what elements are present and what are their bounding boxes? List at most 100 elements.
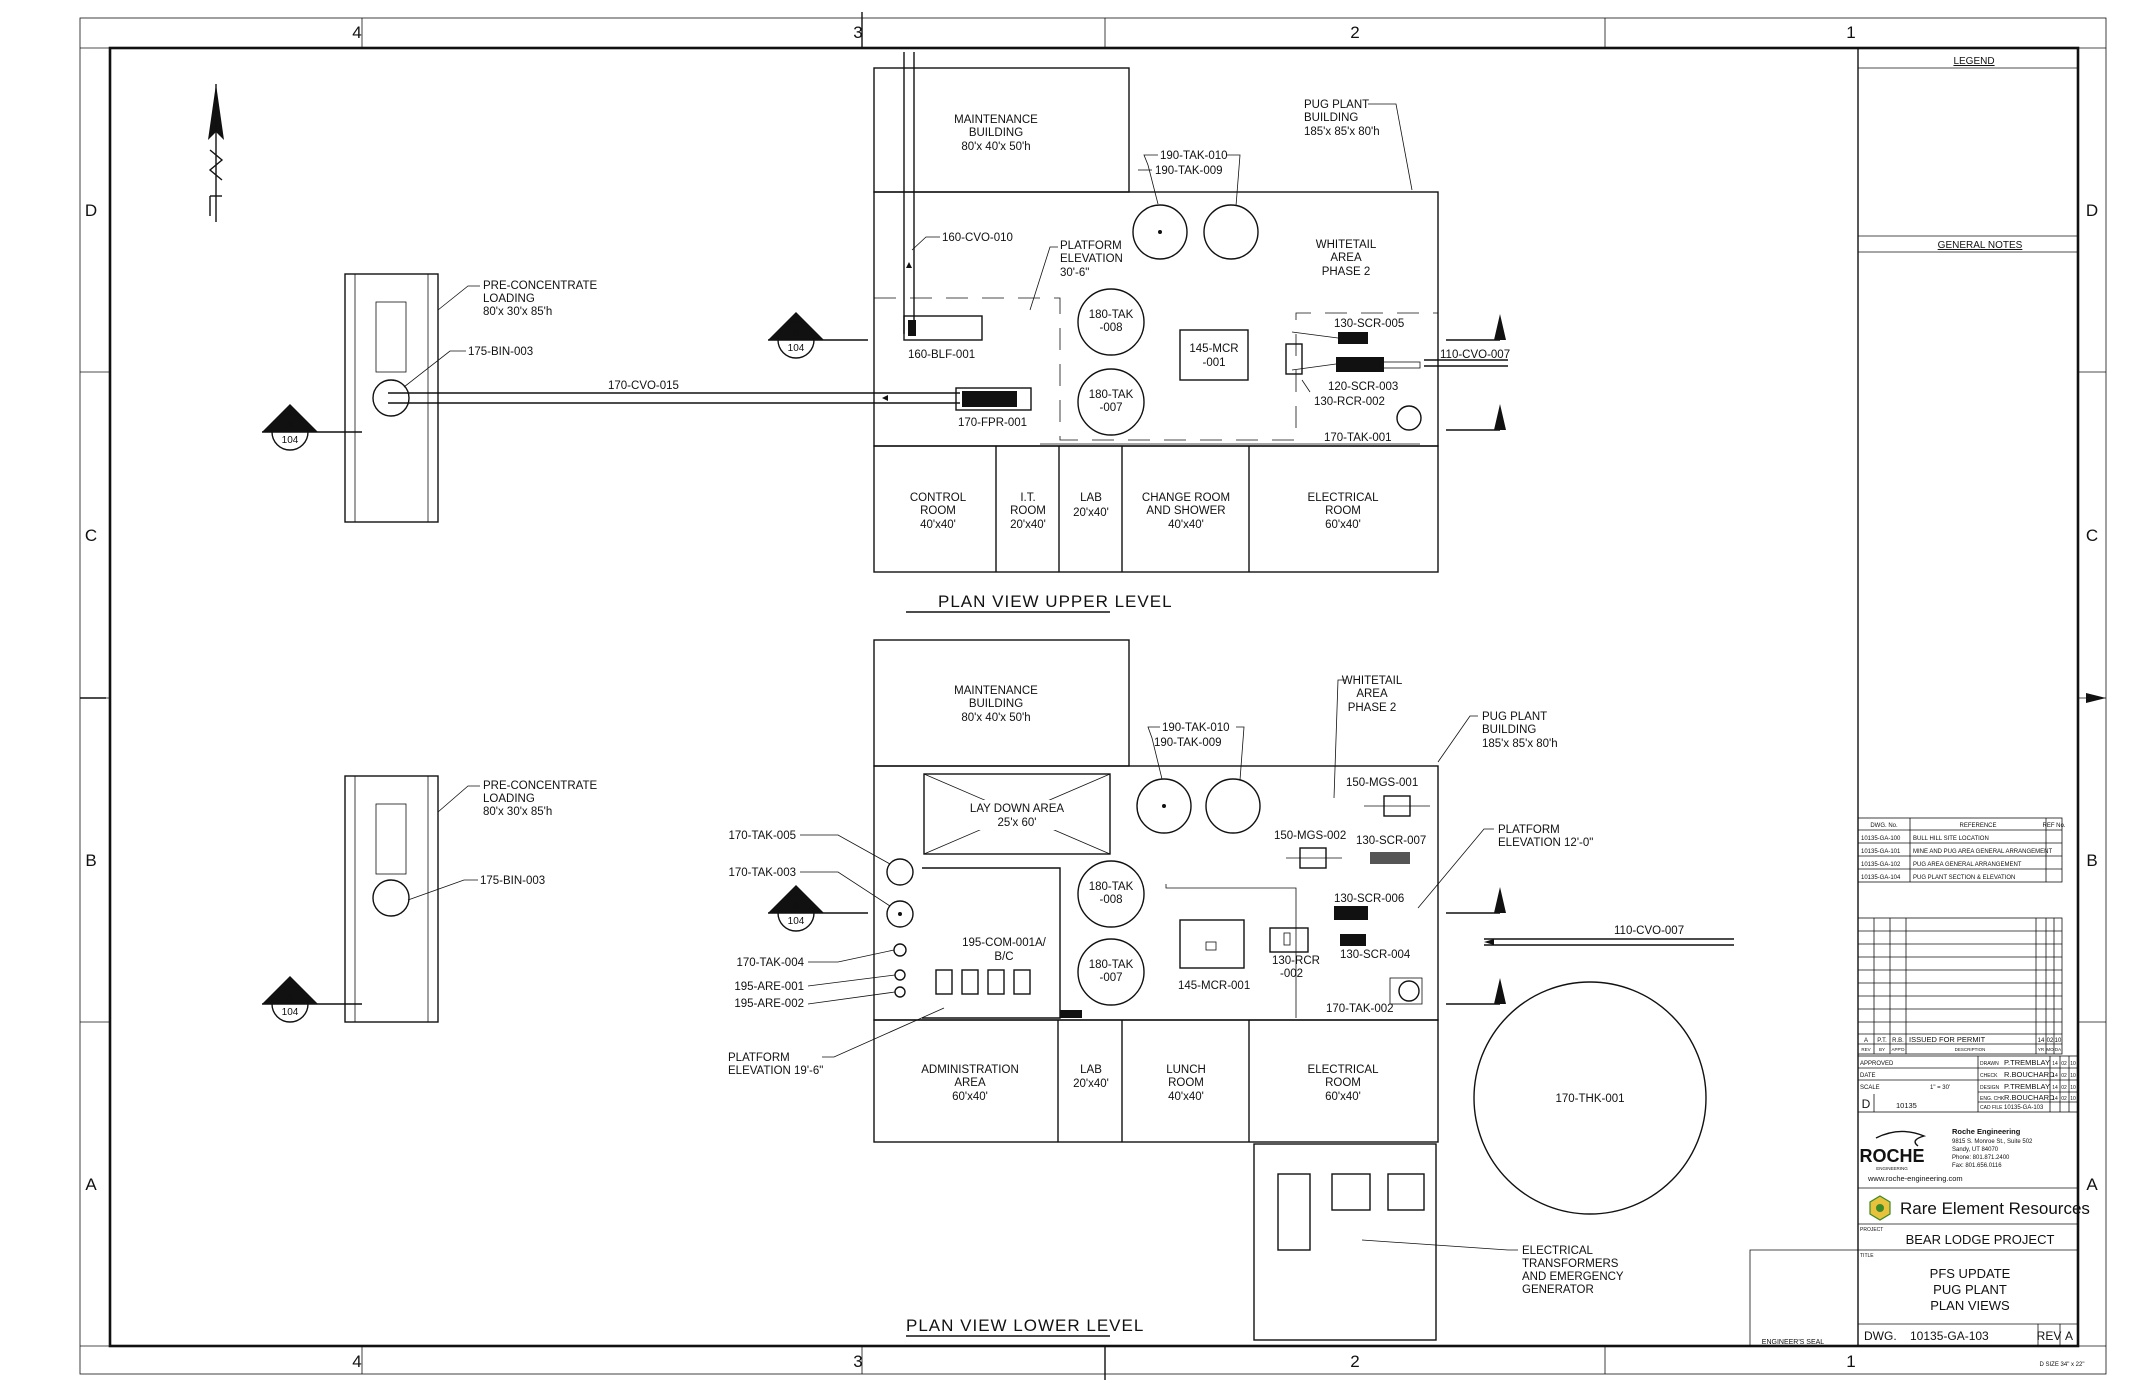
upper-cvo007-label: 110-CVO-007 (1440, 349, 1510, 361)
upper-room-change-1: CHANGE ROOM (1142, 492, 1230, 504)
upper-maintenance-label-1: MAINTENANCE (954, 114, 1038, 126)
lower-scr006 (1334, 906, 1368, 920)
grid-row-d-right: D (2086, 201, 2098, 220)
grid-col-2-bottom: 2 (1350, 1352, 1359, 1371)
lower-tak005-tank (886, 858, 914, 886)
section-b-letter-upper: B (793, 328, 800, 339)
lower-com001-label-2: B/C (994, 951, 1013, 963)
lower-room-admin-1: ADMINISTRATION (921, 1064, 1019, 1076)
sheet-frame (79, 12, 2107, 1380)
upper-room-lab-2: 20'x40' (1073, 507, 1109, 519)
lower-mgs001-label: 150-MGS-001 (1346, 777, 1418, 789)
upper-level-plan: MAINTENANCE BUILDING 80'x 40'x 50'h CONT… (344, 52, 1510, 613)
upper-pug-plant-label-2: BUILDING (1304, 112, 1358, 124)
ref-header-dwg: DWG. No. (1870, 823, 1898, 829)
lower-bin003-bin (372, 879, 410, 917)
upper-room-change-3: 40'x40' (1168, 519, 1204, 531)
lower-room-lunch-3: 40'x40' (1168, 1091, 1204, 1103)
lower-laydown-label-2: 25'x 60' (998, 817, 1037, 829)
client-name: Rare Element Resources (1900, 1199, 2090, 1218)
lower-preconc-loading (344, 775, 439, 1023)
ref-row-4-desc: PUG PLANT SECTION & ELEVATION (1913, 875, 2015, 881)
lower-platform-right-2: ELEVATION 12'-0" (1498, 837, 1593, 849)
grid-row-b-right: B (2086, 851, 2097, 870)
lower-tak002-tank (1398, 980, 1420, 1002)
client-block: Rare Element Resources (1869, 1195, 2090, 1221)
lower-plan-title: PLAN VIEW LOWER LEVEL (906, 1316, 1144, 1335)
upper-room-electrical-3: 60'x40' (1325, 519, 1361, 531)
section-marker-a-upper: A 104 (262, 404, 362, 451)
rev-row-mo: 02 (2047, 1038, 2054, 1044)
engchk-da: 10 (2070, 1096, 2076, 1102)
lower-whitetail-label-2: AREA (1356, 688, 1388, 700)
drawn-yr: 14 (2052, 1061, 2058, 1067)
lower-whitetail-label-3: PHASE 2 (1348, 702, 1397, 714)
ref-row-2-dwg: 10135-GA-101 (1861, 849, 1901, 855)
lower-transformers-label-3: AND EMERGENCY (1522, 1271, 1624, 1283)
ref-row-1-desc: BULL HILL SITE LOCATION (1913, 836, 1989, 842)
drawn-label: DRAWN (1980, 1061, 1999, 1067)
lower-platform-left-1: PLATFORM (728, 1052, 790, 1064)
title-block: LEGEND GENERAL NOTES DWG. No. REFERENCE … (1749, 48, 2090, 1368)
logo-text: ROCHE (1859, 1146, 1924, 1166)
lower-pug-plant-label-1: PUG PLANT (1482, 711, 1547, 723)
lower-tak003-tank (886, 900, 914, 928)
lower-tak009-tank (1205, 778, 1261, 834)
ref-row-2-desc: MINE AND PUG AREA GENERAL ARRANGEMENT (1913, 849, 2052, 855)
lower-tak010-label: 190-TAK-010 (1162, 722, 1230, 734)
upper-tak010-tank (1132, 204, 1188, 260)
check-da: 10 (2070, 1073, 2076, 1079)
upper-room-control-3: 40'x40' (920, 519, 956, 531)
logo-sub: ENGINEERING (1876, 1166, 1908, 1171)
upper-room-electrical-2: ROOM (1325, 505, 1361, 517)
lower-are002-receiver (894, 986, 906, 998)
upper-mcr001-label-2: -001 (1202, 357, 1225, 369)
ref-row-1-dwg: 10135-GA-100 (1861, 836, 1901, 842)
upper-scr003-label: 120-SCR-003 (1328, 381, 1398, 393)
lower-rooms-block (873, 1019, 1439, 1143)
upper-maintenance-label-2: BUILDING (969, 127, 1023, 139)
title-label: TITLE (1860, 1253, 1874, 1259)
design-name: P.TREMBLAY (2004, 1082, 2050, 1091)
grid-col-3-bottom: 3 (853, 1352, 862, 1371)
section-a-sheet-lower: 104 (282, 1007, 299, 1018)
upper-tak010-label: 190-TAK-010 (1160, 150, 1228, 162)
lower-pug-plant-label-3: 185'x 85'x 80'h (1482, 738, 1558, 750)
lower-preconc-label-1: PRE-CONCENTRATE (483, 780, 597, 792)
lower-rcr002 (1269, 927, 1309, 953)
lower-room-electrical-1: ELECTRICAL (1308, 1064, 1380, 1076)
lower-room-lab-1: LAB (1080, 1064, 1102, 1076)
lower-scr007 (1370, 852, 1410, 864)
upper-room-electrical-1: ELECTRICAL (1308, 492, 1380, 504)
company-name: Roche Engineering (1952, 1127, 2021, 1136)
lower-thk001-label: 170-THK-001 (1555, 1093, 1624, 1105)
lower-tak010-tank (1136, 778, 1192, 834)
lower-platform-left-2: ELEVATION 19'-6" (728, 1065, 823, 1077)
north-arrow-icon (208, 84, 224, 222)
scale-label: SCALE (1860, 1085, 1880, 1091)
upper-mcr001-room (1179, 329, 1249, 381)
lower-transformer-yard (1253, 1143, 1437, 1341)
lower-tak002-label: 170-TAK-002 (1326, 1003, 1394, 1015)
upper-platform-label-1: PLATFORM (1060, 240, 1122, 252)
upper-bin003-label: 175-BIN-003 (468, 346, 533, 358)
section-marker-a-lower: A 104 (262, 976, 362, 1023)
ref-row-4-dwg: 10135-GA-104 (1861, 875, 1901, 881)
lower-tak004-tank (893, 943, 907, 957)
grid-col-1-bottom: 1 (1846, 1352, 1855, 1371)
rev-row-chk: R.B. (1892, 1038, 1904, 1044)
upper-fpr001-feeder (955, 387, 1032, 411)
section-b-letter-lower: B (793, 901, 800, 912)
drawn-da: 10 (2070, 1061, 2076, 1067)
upper-rooms-block (873, 445, 1439, 573)
design-yr: 14 (2052, 1085, 2058, 1091)
lower-maintenance-label-3: 80'x 40'x 50'h (961, 712, 1030, 724)
design-label: DESIGN (1980, 1085, 2000, 1091)
lower-mcr001-room (1179, 919, 1245, 969)
rare-element-logo-icon (1869, 1195, 1891, 1221)
upper-pug-plant-label-3: 185'x 85'x 80'h (1304, 126, 1380, 138)
ref-row-3-dwg: 10135-GA-102 (1861, 862, 1901, 868)
upper-tak009-tank (1203, 204, 1259, 260)
rev-value: A (2065, 1329, 2073, 1343)
lower-are001-receiver (894, 969, 906, 981)
